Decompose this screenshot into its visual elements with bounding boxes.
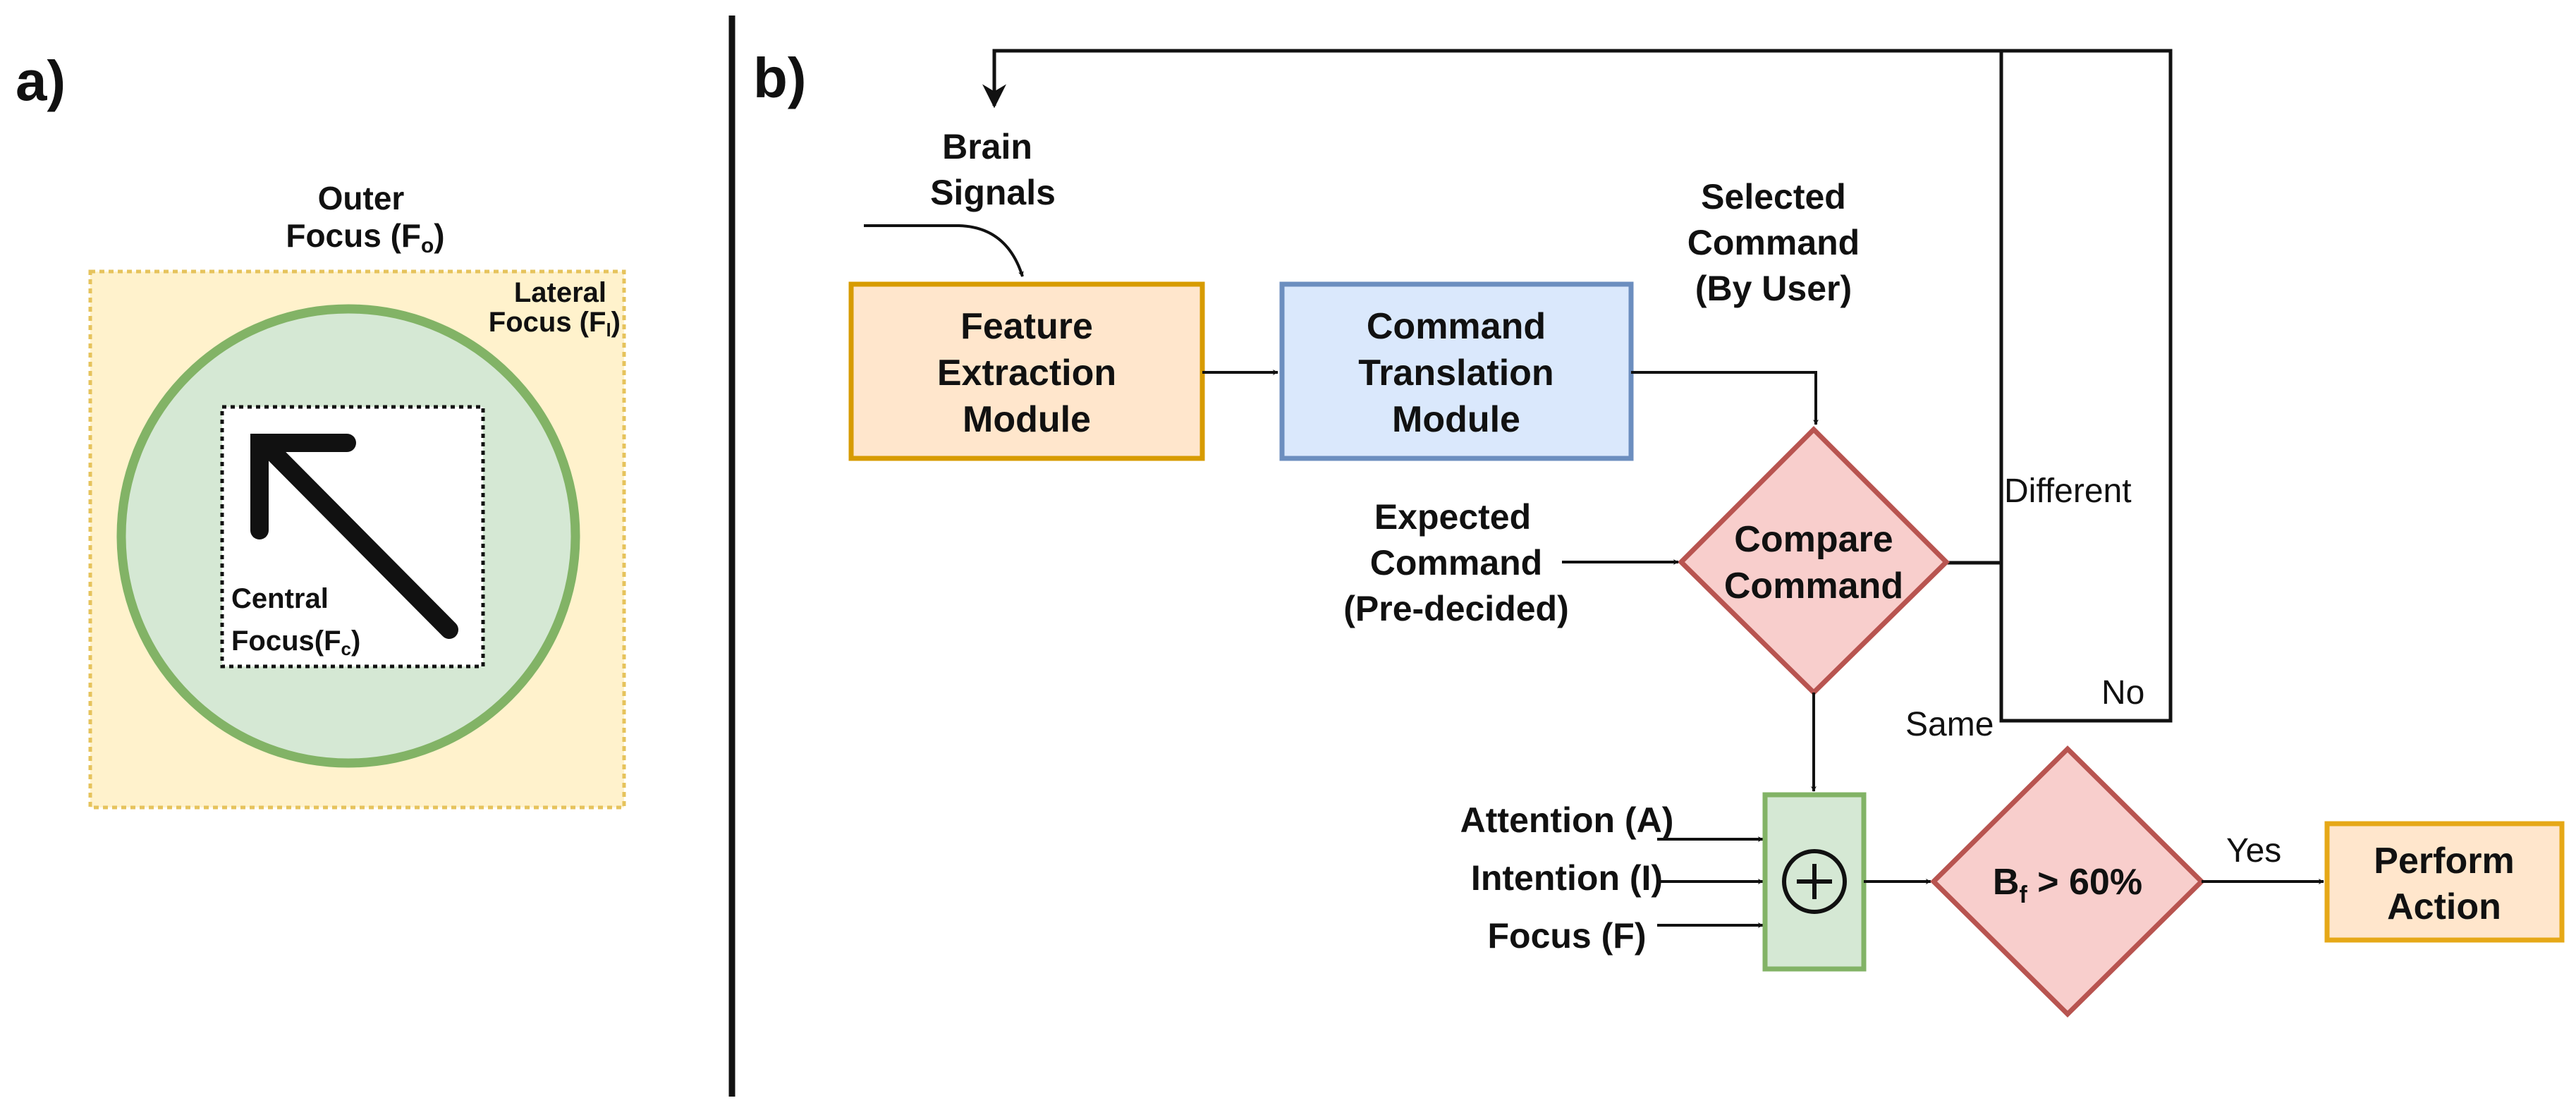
panel-a-label: a) bbox=[16, 49, 66, 112]
perform-action-line2: Action bbox=[2387, 886, 2501, 927]
panel-a: a) Outer Focus (Fo) Lateral Focus (Fl) C… bbox=[16, 49, 626, 810]
central-focus-label-line2: Focus(Fc) bbox=[231, 626, 360, 659]
threshold-label: Bf > 60% bbox=[1993, 862, 2142, 908]
brain-signals-line2: Signals bbox=[930, 173, 1056, 212]
feature-extraction-line2: Extraction bbox=[937, 353, 1116, 394]
compare-command-line2: Command bbox=[1724, 566, 1903, 606]
outer-focus-label-line2: Focus (Fo) bbox=[286, 217, 444, 257]
expected-command-line3: (Pre-decided) bbox=[1343, 589, 1569, 628]
no-feedback-line bbox=[1999, 563, 2068, 723]
expected-command-line2: Command bbox=[1370, 543, 1542, 583]
panel-b: b) Brain Signals Feature Extraction Modu… bbox=[753, 47, 2565, 1018]
selected-command-line1: Selected bbox=[1701, 177, 1846, 216]
feedback-line bbox=[982, 49, 2173, 723]
yes-label: Yes bbox=[2226, 832, 2281, 870]
lateral-focus-label-line2: Focus (Fl) bbox=[489, 307, 621, 341]
translation-to-compare-arrow bbox=[1631, 371, 1819, 425]
feature-extraction-line3: Module bbox=[963, 399, 1091, 440]
compare-command-line1: Compare bbox=[1734, 519, 1893, 560]
feature-extraction-module bbox=[848, 281, 1205, 461]
no-label: No bbox=[2101, 674, 2144, 712]
command-translation-module bbox=[1279, 281, 1634, 461]
perform-action-box bbox=[2324, 821, 2565, 943]
lateral-focus-label-line1: Lateral bbox=[514, 277, 606, 308]
command-translation-line2: Translation bbox=[1358, 353, 1553, 394]
circled-plus-icon bbox=[1782, 849, 1847, 914]
attention-label: Attention (A) bbox=[1460, 800, 1674, 840]
feature-extraction-line1: Feature bbox=[960, 306, 1093, 347]
panel-b-label: b) bbox=[753, 47, 807, 109]
intention-label: Intention (I) bbox=[1471, 858, 1663, 898]
command-translation-line3: Module bbox=[1392, 399, 1520, 440]
different-label: Different bbox=[2004, 472, 2132, 510]
brain-signals-arrow bbox=[864, 224, 1024, 277]
outer-focus-label-line1: Outer bbox=[318, 180, 405, 216]
arrow-up-left-icon bbox=[250, 434, 458, 639]
brain-signals-line1: Brain bbox=[942, 127, 1032, 166]
threshold-diamond bbox=[1930, 745, 2205, 1018]
perform-action-line1: Perform bbox=[2374, 841, 2514, 882]
selected-command-line2: Command bbox=[1687, 223, 1860, 262]
focus-label: Focus (F) bbox=[1488, 916, 1647, 956]
central-focus-label-line1: Central bbox=[231, 583, 329, 614]
expected-command-line1: Expected bbox=[1374, 497, 1531, 537]
compare-command-diamond bbox=[1678, 426, 1950, 696]
same-label: Same bbox=[1905, 706, 1994, 743]
command-translation-line1: Command bbox=[1367, 306, 1546, 347]
selected-command-line3: (By User) bbox=[1695, 269, 1852, 308]
